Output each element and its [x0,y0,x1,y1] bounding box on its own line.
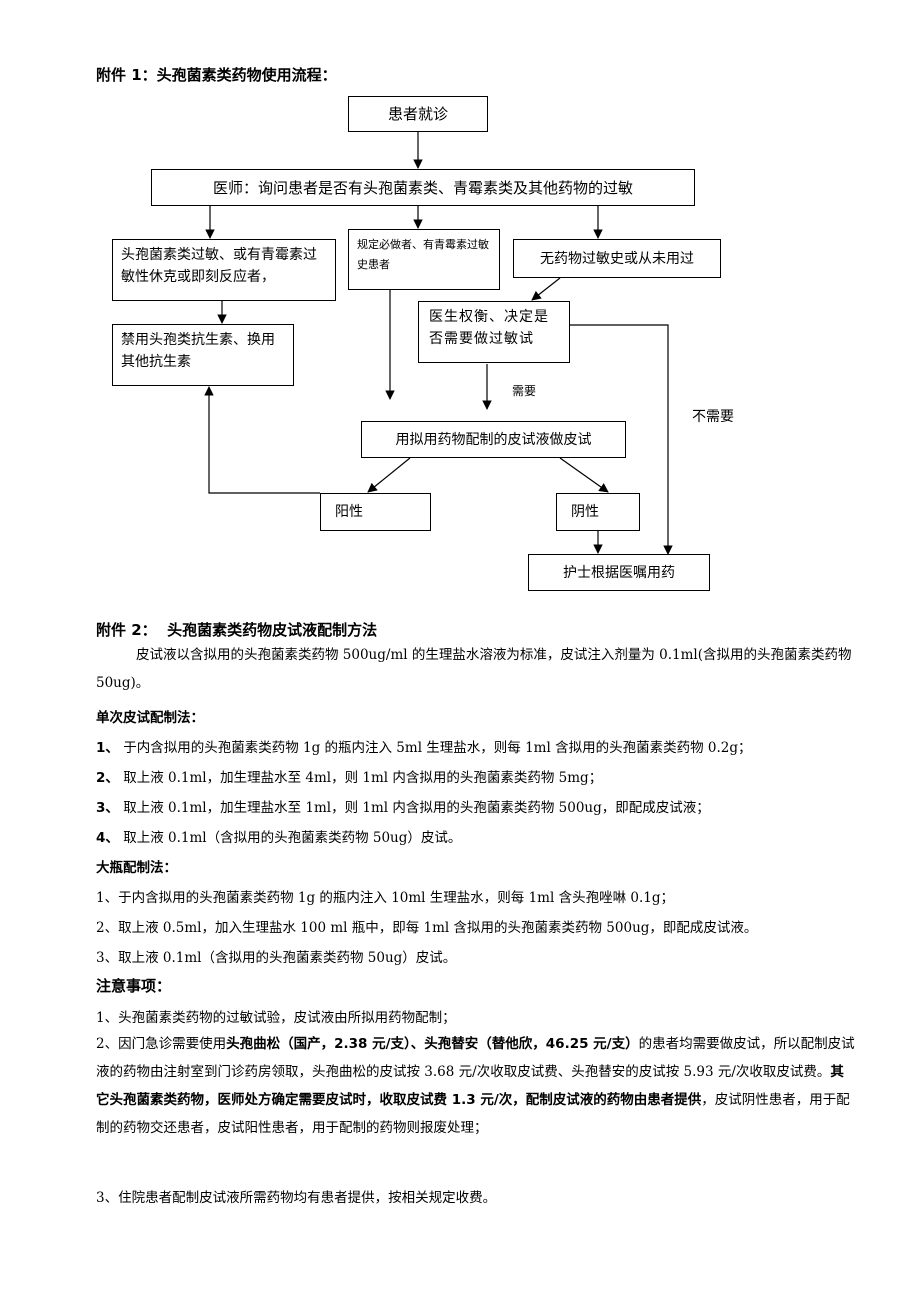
flow-box-negative: 阴性 [556,493,640,531]
attachment1-title: 附件 1：头孢菌素类药物使用流程： [96,66,337,84]
flowchart-connectors [204,132,673,555]
arrow-skintest-negative [559,457,609,493]
flow-box-forbid: 禁用头孢类抗生素、换用其他抗生素 [112,324,294,386]
attachment2-title: 附件 2： 头孢菌素类药物皮试液配制方法 [96,621,378,639]
bottle-step-1: 1、于内含拟用的头孢菌素类药物 1g 的瓶内注入 10ml 生理盐水，则每 1m… [96,890,674,906]
flow-box-positive: 阳性 [320,493,431,531]
note-1: 1、头孢菌素类药物的过敏试验，皮试液由所拟用药物配制； [96,1010,456,1026]
flow-box-weigh: 医生权衡、决定是否需要做过敏试 [418,301,570,363]
bottle-step-3: 3、取上液 0.1ml（含拟用的头孢菌素类药物 50ug）皮试。 [96,950,457,966]
single-step-4: 4、 取上液 0.1ml（含拟用的头孢菌素类药物 50ug）皮试。 [96,830,462,846]
flow-box-skin-test: 用拟用药物配制的皮试液做皮试 [361,421,626,458]
flow-box-ask: 医师：询问患者是否有头孢菌素类、青霉素类及其他药物的过敏 [151,169,695,206]
single-method-heading: 单次皮试配制法： [96,710,204,726]
single-step-1: 1、 于内含拟用的头孢菌素类药物 1g 的瓶内注入 5ml 生理盐水，则每 1m… [96,740,752,756]
arrow-positive-forbid [204,386,320,494]
bottle-method-heading: 大瓶配制法： [96,860,177,876]
arrow-none-weigh [531,277,561,301]
label-no-need: 不需要 [692,409,734,425]
flow-box-nurse: 护士根据医嘱用药 [528,554,710,591]
arrow-skintest-positive [367,457,411,493]
attachment2-intro: 皮试液以含拟用的头孢菌素类药物 500ug/ml 的生理盐水溶液为标准，皮试注入… [96,647,852,691]
arrow-weigh-nurse [570,324,673,555]
bottle-step-2: 2、取上液 0.5ml，加入生理盐水 100 ml 瓶中，即每 1ml 含拟用的… [96,920,758,936]
note-3: 3、住院患者配制皮试液所需药物均有患者提供，按相关规定收费。 [96,1190,497,1206]
note-2: 2、因门急诊需要使用头孢曲松（国产，2.38 元/支）、头孢替安（替他欣，46.… [96,1036,855,1136]
single-step-3: 3、 取上液 0.1ml，加生理盐水至 1ml，则 1ml 内含拟用的头孢菌素类… [96,800,710,816]
flow-box-required: 规定必做者、有青霉素过敏史患者 [348,229,500,290]
label-need: 需要 [512,384,537,398]
flow-box-none: 无药物过敏史或从未用过 [513,239,721,278]
flow-box-visit: 患者就诊 [348,96,488,132]
notes-heading: 注意事项： [96,977,172,995]
flow-box-allergy: 头孢菌素类过敏、或有青霉素过敏性休克或即刻反应者， [112,239,336,301]
single-step-2: 2、 取上液 0.1ml，加生理盐水至 4ml，则 1ml 内含拟用的头孢菌素类… [96,770,603,786]
